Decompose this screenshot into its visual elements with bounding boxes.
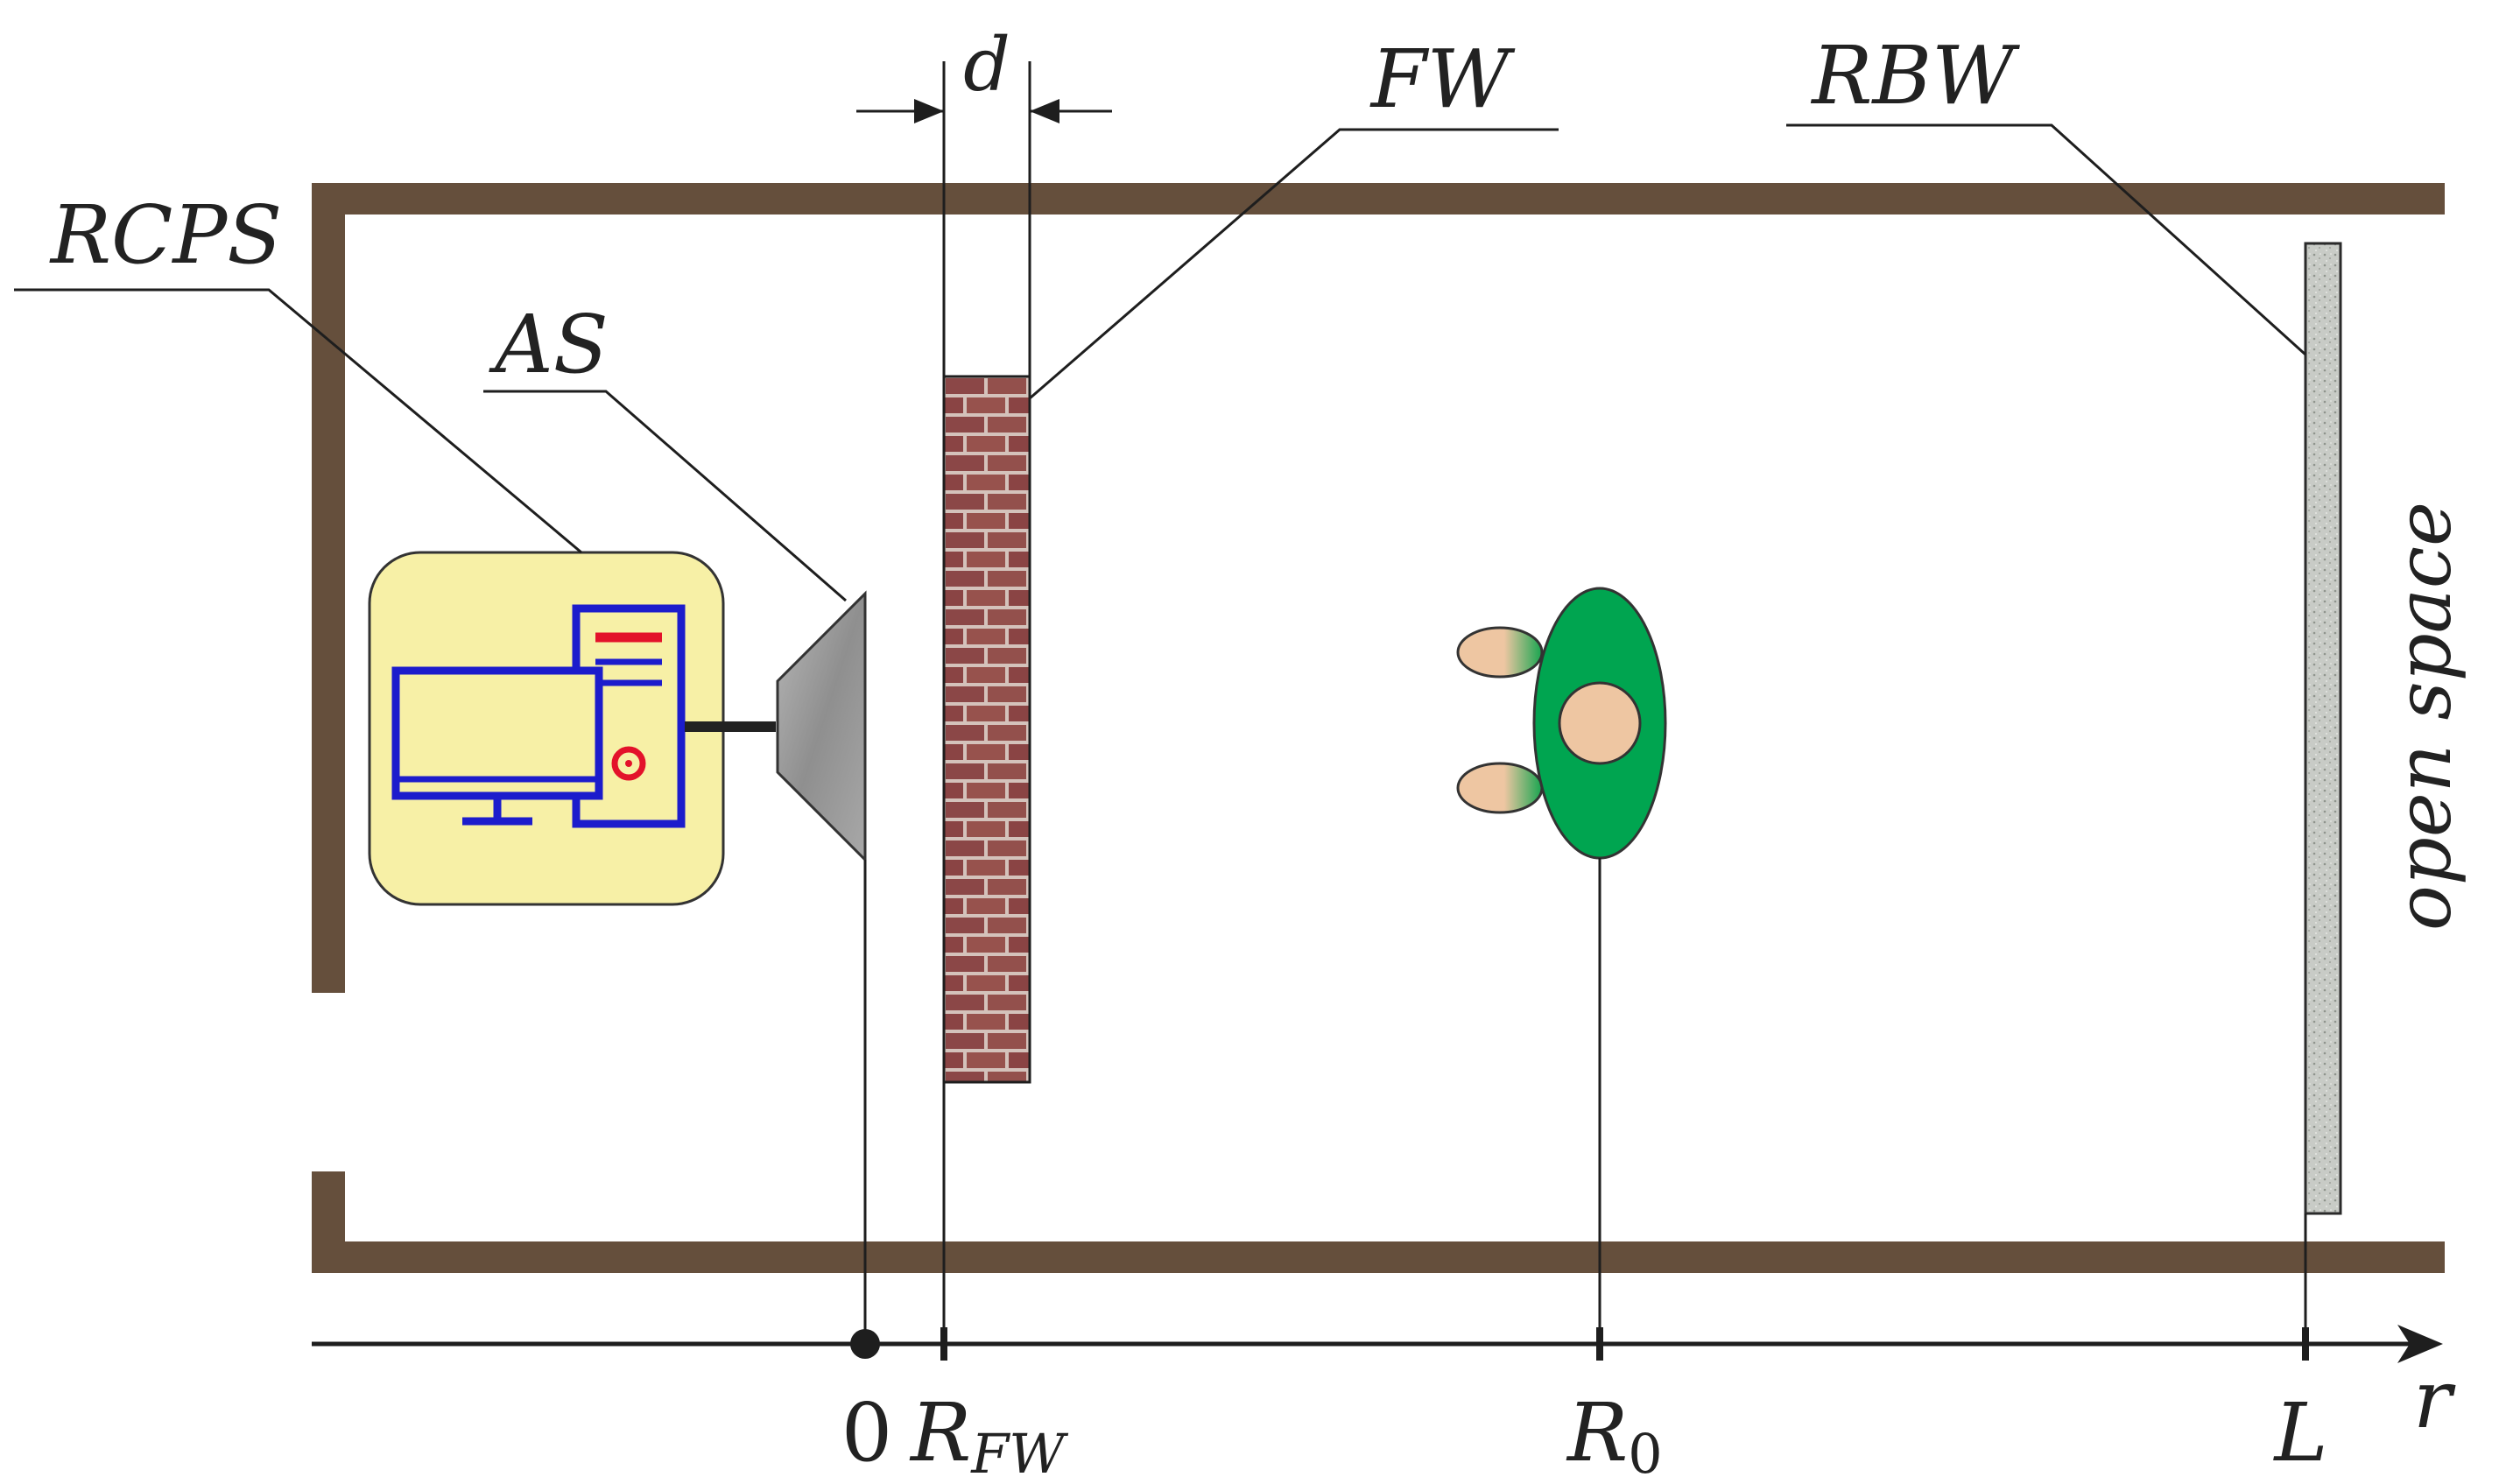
axis-label-r0: R0: [1566, 1386, 1663, 1484]
person-icon: [1456, 587, 1667, 860]
label-rcps: RCPS: [49, 188, 283, 282]
axis-label-r-fw-sub: FW: [970, 1422, 1068, 1484]
leader-fw: [1029, 128, 1559, 400]
speaker-icon: [776, 590, 867, 863]
front-wall: [942, 375, 1031, 1084]
leader-rbw: [1786, 123, 2307, 356]
axis-label-r-fw-main: R: [909, 1386, 971, 1480]
top-wall: [312, 183, 2445, 215]
axis-label-l: L: [2272, 1386, 2327, 1480]
left-wall-lower: [312, 1171, 345, 1273]
bottom-wall: [312, 1241, 2445, 1273]
label-as: AS: [488, 298, 608, 391]
dimension-d: [856, 61, 1112, 376]
room-walls: [312, 183, 2445, 1273]
leader-rcps: [14, 288, 582, 554]
axis-label-r: r: [2413, 1353, 2456, 1446]
rear-back-wall: [2304, 242, 2342, 1215]
axis-label-origin: 0: [841, 1386, 893, 1480]
axis-label-r0-main: R: [1566, 1386, 1628, 1480]
origin-marker: [850, 1329, 880, 1359]
label-open-space: open space: [2381, 502, 2468, 931]
leader-as: [483, 390, 847, 602]
axis-label-r-fw: RFW: [909, 1386, 1068, 1484]
label-rbw: RBW: [1810, 29, 2020, 123]
reference-lines: [863, 858, 2307, 1344]
computer-icon: [368, 551, 776, 906]
axis-label-r0-sub: 0: [1628, 1422, 1662, 1484]
label-fw: FW: [1369, 32, 1516, 126]
label-d: d: [963, 22, 1010, 108]
r-axis: [312, 1325, 2443, 1363]
left-wall-upper: [312, 183, 345, 993]
